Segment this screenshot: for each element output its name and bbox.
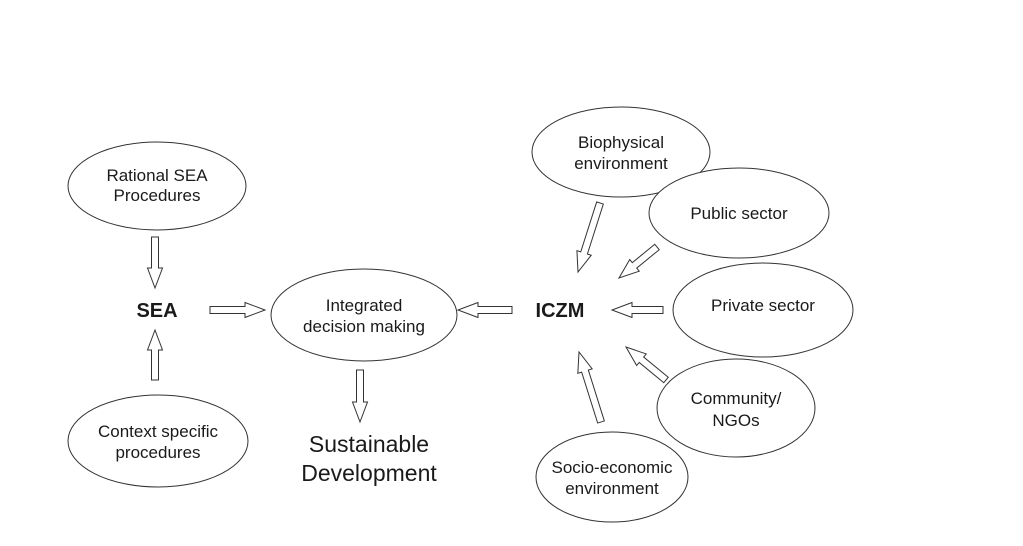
label: decision making [303, 317, 425, 336]
label: Public sector [690, 204, 788, 223]
node-integrated-decision-making: Integrated decision making [270, 268, 458, 362]
node-public-sector: Public sector [648, 167, 830, 259]
arrow-icon [456, 301, 513, 319]
label: Context specific [98, 422, 218, 441]
node-community-ngos: Community/ NGOs [656, 358, 816, 458]
label: Procedures [114, 186, 201, 205]
development-label: Development [301, 460, 437, 486]
sea-label: SEA [136, 300, 177, 322]
label: Rational SEA [106, 166, 208, 185]
arrow-icon [576, 201, 604, 274]
label: Integrated [326, 296, 403, 315]
iczm-label: ICZM [536, 300, 585, 322]
label: Socio-economic [552, 458, 673, 477]
label: Private sector [711, 296, 815, 315]
label: procedures [115, 443, 200, 462]
node-private-sector: Private sector [672, 262, 854, 358]
arrow-icon [209, 301, 267, 319]
arrow-icon [624, 346, 669, 384]
arrow-icon [617, 243, 660, 279]
label: environment [565, 479, 659, 498]
arrow-icon [146, 236, 164, 290]
arrow-icon [577, 350, 605, 424]
node-rational-sea-procedures: Rational SEA Procedures [67, 141, 247, 231]
sustainable-label: Sustainable [309, 431, 429, 457]
label: Biophysical [578, 133, 664, 152]
label: NGOs [712, 411, 759, 430]
node-biophysical-environment: Biophysical environment [531, 106, 711, 198]
arrow-icon [146, 328, 164, 381]
node-context-specific-procedures: Context specific procedures [67, 394, 249, 488]
arrow-icon [610, 301, 664, 319]
label: Community/ [691, 389, 782, 408]
node-socio-economic-environment: Socio-economic environment [535, 431, 689, 523]
label: environment [574, 154, 668, 173]
arrow-icon [351, 369, 369, 424]
